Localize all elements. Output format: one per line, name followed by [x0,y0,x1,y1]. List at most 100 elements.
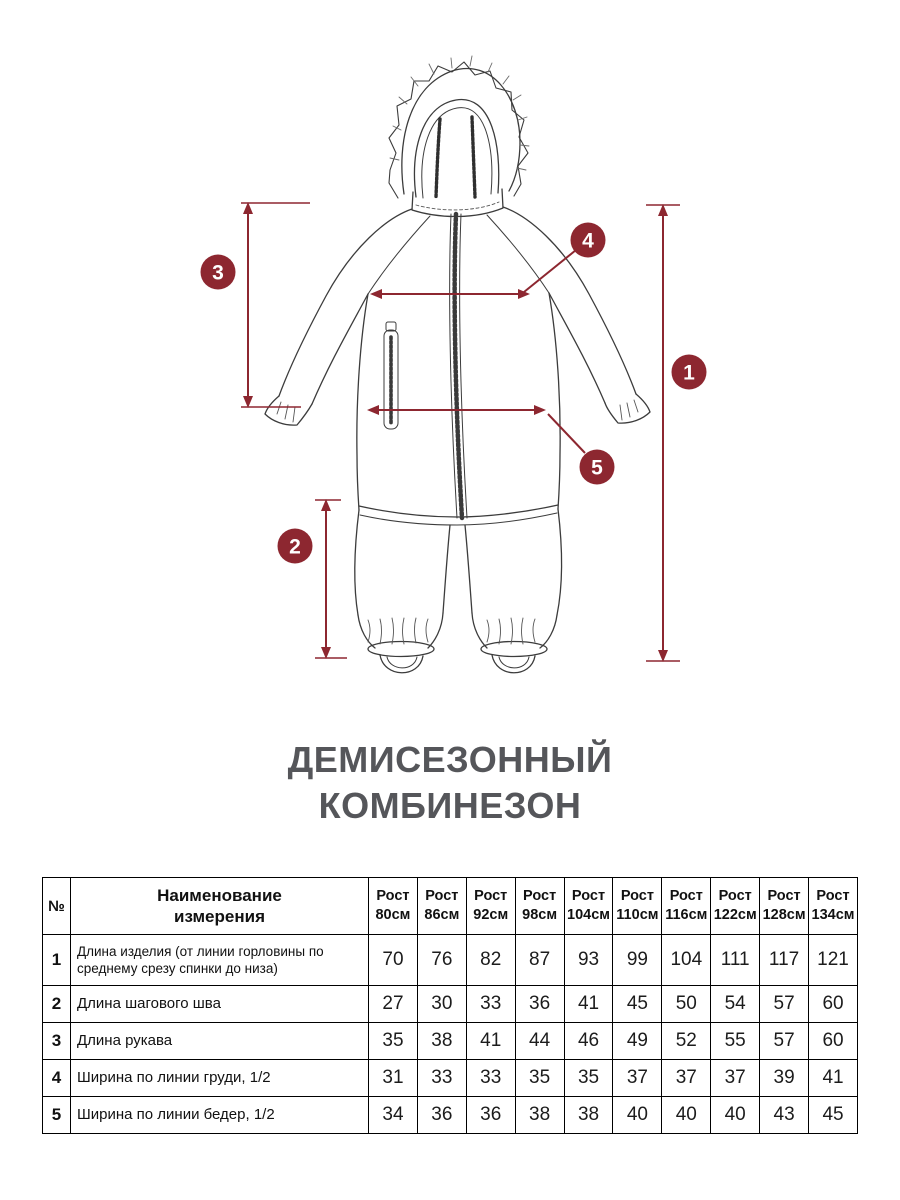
measurement-value: 44 [514,1022,565,1060]
measure-badges: 1 2 3 4 5 [200,222,707,564]
right-sleeve-outer [502,206,637,395]
measurement-value: 33 [465,1059,516,1097]
left-ankle-gathers [367,617,429,645]
left-sleeve-inner [311,293,369,405]
size-col-value: 116см [665,907,708,923]
number-column-header: № [42,877,71,935]
hood-outer [401,68,521,195]
hood-opening-outer [413,98,500,198]
measurement-value: 43 [759,1096,810,1134]
measure-line-5 [367,405,586,454]
badge-1-label: 1 [683,362,695,385]
measurement-number: 1 [42,934,71,986]
measurement-value: 41 [465,1022,516,1060]
measurement-value: 33 [416,1059,467,1097]
measurement-value: 76 [416,934,467,986]
hip-seam-lower [359,512,558,526]
jumpsuit-diagram: 1 2 3 4 5 [200,55,707,674]
measurement-value: 117 [759,934,810,986]
measurement-value: 60 [808,1022,858,1060]
size-col-value: 86см [424,907,460,923]
measurement-value: 49 [612,1022,663,1060]
measurement-value: 35 [514,1059,565,1097]
badge-4 [570,222,606,258]
left-cuff-gathers [276,401,296,423]
right-sleeve-inner [548,292,606,404]
right-leg-outer [556,508,563,616]
size-col-value: 104см [567,907,610,923]
left-ankle-side-a [357,614,376,649]
measurement-number: 4 [42,1059,71,1097]
left-raglan-seam [367,215,431,295]
measure-line-2 [315,499,347,659]
measurement-value: 37 [710,1059,761,1097]
right-foot-strap-inner [498,656,530,669]
measurement-value: 41 [563,985,614,1023]
badge-4-label: 4 [582,230,594,253]
right-cuff [604,393,651,424]
size-col-value: 128см [762,907,806,923]
measure-line-1 [646,204,680,662]
size-col-value: 80см [375,907,411,923]
measurement-value: 35 [368,1022,418,1060]
measurement-value: 40 [661,1096,712,1134]
measurement-value: 93 [563,934,614,986]
measurement-value: 46 [563,1022,614,1060]
size-col-word: Рост [474,888,508,905]
measurement-value: 87 [514,934,565,986]
right-foot-strap [491,654,536,674]
size-col-word: Рост [669,888,703,905]
measurement-value: 60 [808,985,858,1023]
measurement-value: 104 [661,934,712,986]
page-title-line2: КОМБИНЕЗОН [318,784,582,826]
measurement-name: Длина шагового шва [70,985,369,1023]
measurement-value: 39 [759,1059,810,1097]
size-col-value: 98см [522,907,558,923]
size-column-header-7: Рост 116см [661,877,712,935]
size-column-header-9: Рост 128см [759,877,810,935]
size-col-value: 92см [473,907,509,923]
measurement-value: 36 [514,985,565,1023]
right-raglan-seam [486,214,550,294]
measurement-value: 54 [710,985,761,1023]
measurement-value: 40 [710,1096,761,1134]
badge-5-label: 5 [591,457,603,480]
measure-line-4 [370,249,577,299]
measurement-value: 38 [563,1096,614,1134]
hood-drawstrings [434,115,477,199]
measurement-name: Длина изделия (от линии горловины по сре… [70,934,369,986]
hood-fur-ticks [389,55,530,171]
measurement-value: 57 [759,1022,810,1060]
right-torso-side [548,292,561,510]
collar-stitch [415,201,500,211]
badge-3-label: 3 [212,262,224,285]
measurement-value: 111 [710,934,761,986]
right-ankle-side-a [471,612,488,649]
left-ankle-side-b [427,612,444,649]
size-column-header-3: Рост 92см [465,877,516,935]
measurement-value: 35 [563,1059,614,1097]
size-col-word: Рост [767,888,801,905]
size-col-word: Рост [425,888,459,905]
hood-opening-inner [421,107,493,199]
size-col-word: Рост [376,888,410,905]
hip-seam-upper [358,504,559,518]
measurement-annotations: 1 2 3 4 5 [200,202,707,662]
measurement-value: 55 [710,1022,761,1060]
left-leg-inner [442,524,451,614]
hood-fur-edge [388,61,529,199]
measurement-value: 57 [759,985,810,1023]
measurement-value: 121 [808,934,858,986]
